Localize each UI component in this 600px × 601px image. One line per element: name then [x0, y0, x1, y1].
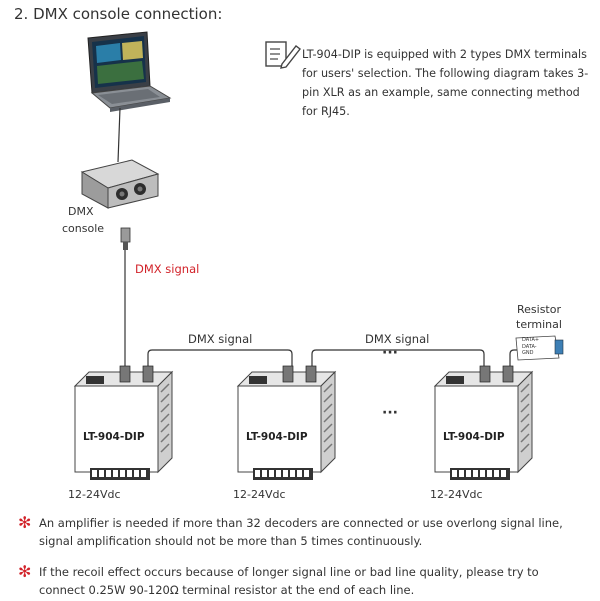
dmx-console-box: [80, 159, 160, 209]
pin-data-minus: DATA-: [522, 343, 537, 350]
resistor-pins: DATA+ DATA- GND: [522, 337, 539, 357]
asterisk-icon: ✻: [18, 513, 32, 532]
decoder-1-model: LT-904-DIP: [83, 431, 145, 443]
console-label-line1: DMX: [68, 205, 94, 218]
note-amplifier: ✻ An amplifier is needed if more than 32…: [18, 514, 588, 552]
laptop-icon: [87, 31, 172, 112]
resistor-label-line2: terminal: [516, 318, 562, 331]
link-signal-label-1: DMX signal: [188, 332, 253, 346]
resistor-label-line1: Resistor: [517, 303, 561, 316]
input-signal-label: DMX signal: [135, 262, 200, 276]
asterisk-icon: ✻: [18, 562, 32, 581]
link-signal-label-2: DMX signal: [365, 332, 430, 346]
note-resistor-text: If the recoil effect occurs because of l…: [39, 565, 539, 597]
decoder-2-voltage: 12-24Vdc: [233, 488, 286, 501]
pin-data-plus: DATA+: [522, 337, 540, 343]
section-heading: 2. DMX console connection:: [14, 5, 223, 23]
ellipsis-top: ···: [382, 345, 398, 361]
pin-gnd: GND: [522, 350, 534, 356]
decoder-2-model: LT-904-DIP: [246, 431, 308, 443]
resistor-terminal-icon: [515, 335, 564, 361]
info-note: LT-904-DIP is equipped with 2 types DMX …: [302, 48, 589, 118]
decoder-3-voltage: 12-24Vdc: [430, 488, 483, 501]
decoder-1-voltage: 12-24Vdc: [68, 488, 121, 501]
note-resistor: ✻ If the recoil effect occurs because of…: [18, 563, 588, 601]
decoder-3-model: LT-904-DIP: [443, 431, 505, 443]
console-label-line2: console: [62, 222, 105, 235]
xlr-plug-icon: [120, 227, 131, 250]
ellipsis-middle: ···: [382, 405, 398, 421]
note-amplifier-text: An amplifier is needed if more than 32 d…: [39, 516, 563, 548]
